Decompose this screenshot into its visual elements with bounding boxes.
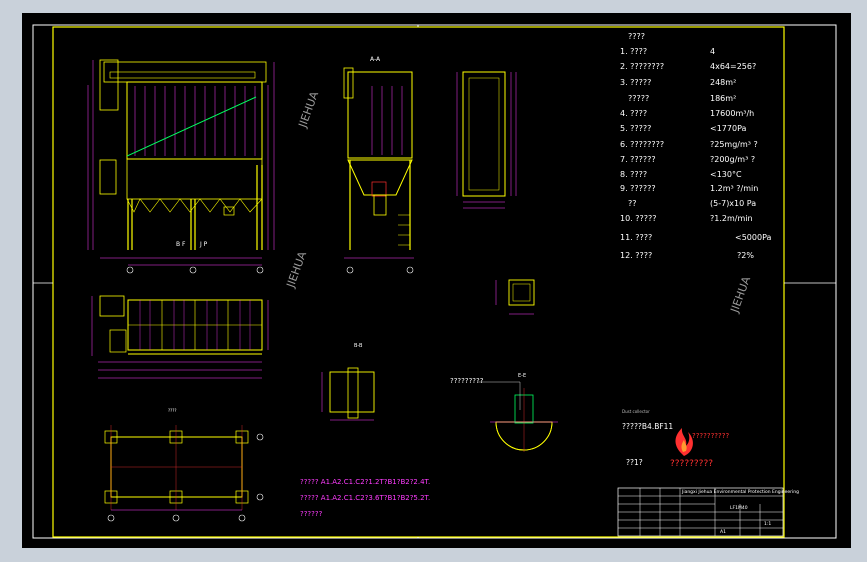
spec-row-label: ????? [628,94,650,103]
drawing-number: LF1M40 [730,506,748,511]
title-block [617,487,784,537]
spec-row-value: 1.2m³ ?/min [710,184,759,193]
plan-view [91,295,269,379]
spec-row-value: 17600m³/h [710,109,755,118]
stamp-label-1: ??1? [626,458,643,467]
spec-row-label: 6. ???????? [620,140,665,149]
stamp-code: ?????????? [692,432,730,440]
spec-row-value: (5-7)x10 Pa [710,199,757,208]
spec-row-value: 186m² [710,94,737,103]
bb-label: B-B [354,343,363,349]
spec-row-value: ?25mg/m³ ? [710,140,758,149]
model-label: ?????B4.BF11 [622,422,674,431]
inlet-duct-line [126,96,257,157]
spec-row-value: ?2% [737,251,754,260]
spec-row-value: 4x64=256? [710,62,757,71]
drawing-background [22,13,851,548]
ee-detail-view [478,381,558,452]
sheet-size: A1 [720,530,726,535]
outer-border [32,24,837,539]
flame-logo-icon [675,428,693,456]
spec-row-label: 1. ???? [620,47,648,56]
side-view-aa [343,67,414,274]
ee-label: E-E [518,373,527,379]
spec-row-value: <5000Pa [735,233,772,242]
spec-row-label: 12. ???? [620,251,653,260]
aa-label: A-A [370,56,381,63]
note-1: ????? A1.A2.C1.C2?1.2T?B1?B2?2.4T. [300,478,431,486]
note-3: ?????? [300,510,323,518]
spec-row-label: 7. ?????? [620,155,656,164]
front-elevation-view [87,59,275,274]
jp-label: J P [200,241,208,248]
spec-row-label: 5. ????? [620,124,652,133]
spec-row-label: 11. ???? [620,233,653,242]
spec-row-label: 4. ???? [620,109,648,118]
spec-row-label: 8. ???? [620,170,648,179]
spec-row-label: 3. ????? [620,78,652,87]
spec-row-label: 2. ???????? [620,62,665,71]
note-2: ????? A1.A2.C1.C2?3.6T?B1?B2?5.2T. [300,494,431,502]
spec-row-label: 10. ????? [620,214,657,223]
spec-row-value: 248m² [710,78,737,87]
bf-label: B F [176,241,186,248]
flange-detail-view [495,279,535,315]
spec-row-value: ?1.2m/min [710,214,753,223]
spec-row-value: <130°C [710,170,742,179]
stamp-label-2: ????????? [670,459,713,469]
spec-row-value: <1770Pa [710,124,747,133]
spec-row-value: ?200g/m³ ? [710,155,756,164]
specs-title: ???? [628,32,645,41]
section-detail-view [456,71,517,209]
spec-row-label: ?? [628,199,637,208]
spec-row-label: 9. ?????? [620,184,656,193]
company-name: Jiangxi Jiehua Environmental Protection … [682,490,799,495]
spec-row-value: 4 [710,47,716,56]
callout-label: ????????? [450,377,484,385]
model-header: Dust collector [622,409,650,414]
drawing-scale: 1:1 [764,522,772,527]
dd-detail-view [321,367,375,421]
dd-label: ???? [168,408,177,413]
foundation-plan [104,425,264,522]
